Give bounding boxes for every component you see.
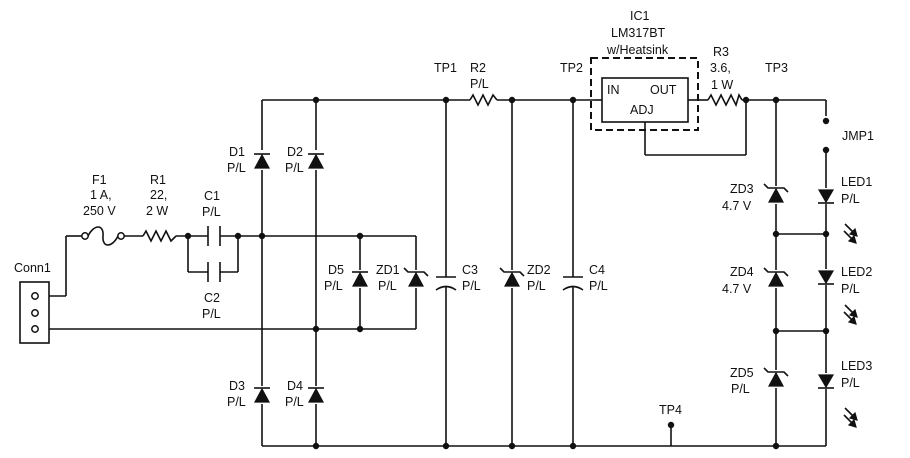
d1-value: P/L xyxy=(227,161,246,175)
capacitor-c4: C4 P/L xyxy=(562,263,608,293)
test-point-tp4: TP4 xyxy=(659,403,682,429)
r3-ref: R3 xyxy=(713,45,729,59)
led-led1: LED1 P/L xyxy=(817,175,872,244)
ic1-note: w/Heatsink xyxy=(606,43,669,57)
f1-value-1: 1 A, xyxy=(90,188,112,202)
led2-value: P/L xyxy=(841,282,860,296)
resistor-r3: R3 3.6, 1 W xyxy=(707,45,743,108)
led3-ref: LED3 xyxy=(841,359,872,373)
zd1-value: P/L xyxy=(378,279,397,293)
c4-ref: C4 xyxy=(589,263,605,277)
c3-value: P/L xyxy=(462,279,481,293)
c2-value: P/L xyxy=(202,307,221,321)
zener-zd3: ZD3 4.7 V xyxy=(722,182,789,213)
zener-zd2: ZD2 P/L xyxy=(499,263,551,293)
capacitor-c1: C1 P/L xyxy=(202,189,221,246)
d5-value: P/L xyxy=(324,279,343,293)
led1-value: P/L xyxy=(841,192,860,206)
led-led2: LED2 P/L xyxy=(817,265,872,325)
diode-d3: D3 P/L xyxy=(227,379,271,409)
junction-dots xyxy=(184,96,830,450)
zd1-ref: ZD1 xyxy=(376,263,400,277)
c2-ref: C2 xyxy=(204,291,220,305)
wires xyxy=(42,99,827,447)
ic1-pin-in: IN xyxy=(607,83,620,97)
d5-ref: D5 xyxy=(328,263,344,277)
zener-zd4: ZD4 4.7 V xyxy=(722,265,789,296)
zd5-value: P/L xyxy=(731,382,750,396)
zd3-value: 4.7 V xyxy=(722,199,752,213)
f1-ref: F1 xyxy=(92,173,107,187)
ic1-part: LM317BT xyxy=(611,26,666,40)
jumper-jmp1: JMP1 xyxy=(842,129,874,143)
regulator-ic1: IC1 LM317BT w/Heatsink IN OUT ADJ xyxy=(590,9,699,131)
jmp1-ref: JMP1 xyxy=(842,129,874,143)
zd4-value: 4.7 V xyxy=(722,282,752,296)
ic1-ref: IC1 xyxy=(630,9,650,23)
zd3-ref: ZD3 xyxy=(730,182,754,196)
d2-ref: D2 xyxy=(287,145,303,159)
led-led3: LED3 P/L xyxy=(817,359,872,428)
r1-value-1: 22, xyxy=(150,188,167,202)
tp1-label: TP1 xyxy=(434,61,457,75)
zd2-ref: ZD2 xyxy=(527,263,551,277)
diode-d2: D2 P/L xyxy=(285,145,325,175)
tp3-label: TP3 xyxy=(765,61,788,75)
conn1-ref: Conn1 xyxy=(14,261,51,275)
r3-value-2: 1 W xyxy=(711,78,733,92)
r1-ref: R1 xyxy=(150,173,166,187)
r2-ref: R2 xyxy=(470,61,486,75)
ic1-pin-adj: ADJ xyxy=(630,103,654,117)
d2-value: P/L xyxy=(285,161,304,175)
ic1-pin-out: OUT xyxy=(650,83,677,97)
tp2-label: TP2 xyxy=(560,61,583,75)
d4-ref: D4 xyxy=(287,379,303,393)
r2-value: P/L xyxy=(470,77,489,91)
led1-ref: LED1 xyxy=(841,175,872,189)
led2-ref: LED2 xyxy=(841,265,872,279)
diode-d5: D5 P/L xyxy=(324,263,369,293)
d1-ref: D1 xyxy=(229,145,245,159)
zener-zd1: ZD1 P/L xyxy=(376,263,429,293)
capacitor-c2: C2 P/L xyxy=(202,262,221,321)
zd2-value: P/L xyxy=(527,279,546,293)
r3-value-1: 3.6, xyxy=(710,61,731,75)
c4-value: P/L xyxy=(589,279,608,293)
zd5-ref: ZD5 xyxy=(730,366,754,380)
resistor-r1: R1 22, 2 W xyxy=(142,173,177,243)
r1-value-2: 2 W xyxy=(146,204,168,218)
diode-d4: D4 P/L xyxy=(285,379,325,409)
capacitor-c3: C3 P/L xyxy=(435,263,481,293)
test-point-tp3: TP3 xyxy=(765,61,788,75)
resistor-r2: R2 P/L xyxy=(469,61,498,107)
connector-conn1: Conn1 xyxy=(14,261,51,344)
test-point-tp1: TP1 xyxy=(434,61,457,75)
c1-value: P/L xyxy=(202,205,221,219)
d3-ref: D3 xyxy=(229,379,245,393)
diode-d1: D1 P/L xyxy=(227,145,271,175)
fuse-f1: F1 1 A, 250 V xyxy=(81,173,125,246)
d4-value: P/L xyxy=(285,395,304,409)
zener-zd5: ZD5 P/L xyxy=(730,366,789,396)
zd4-ref: ZD4 xyxy=(730,265,754,279)
f1-value-2: 250 V xyxy=(83,204,116,218)
tp4-label: TP4 xyxy=(659,403,682,417)
c3-ref: C3 xyxy=(462,263,478,277)
test-point-tp2: TP2 xyxy=(560,61,583,75)
d3-value: P/L xyxy=(227,395,246,409)
led3-value: P/L xyxy=(841,376,860,390)
c1-ref: C1 xyxy=(204,189,220,203)
